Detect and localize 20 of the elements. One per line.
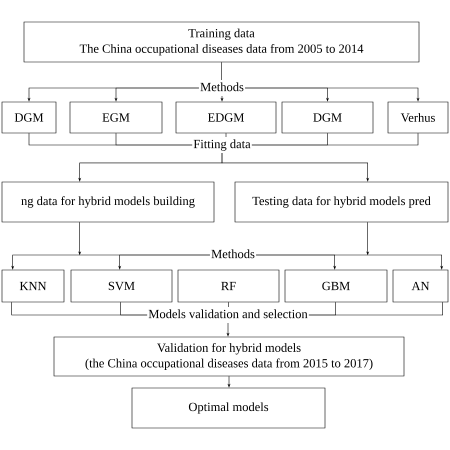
process-box: SVM <box>70 270 172 302</box>
process-box: Optimal models <box>132 388 326 428</box>
process-box: ng data for hybrid models building <box>2 182 214 222</box>
process-box: AN <box>392 270 448 302</box>
junction-label: Methods <box>210 247 256 263</box>
junction-label: Methods <box>199 80 245 96</box>
process-box: KNN <box>2 270 64 302</box>
process-box: Validation for hybrid models (the China occupational diseases data from 2015 to 2017) <box>54 336 404 376</box>
junction-label: Models validation and selection <box>147 307 309 323</box>
process-box: Verhus <box>388 102 448 134</box>
process-box: DGM <box>2 102 56 134</box>
process-box: DGM <box>282 102 374 134</box>
process-box: EGM <box>70 102 162 134</box>
junction-label: Fitting data <box>192 137 252 153</box>
process-box: Training data The China occupational diseases data from 2005 to 2014 <box>24 22 420 62</box>
process-box: GBM <box>284 270 388 302</box>
arrow <box>120 302 148 316</box>
process-box: EDGM <box>176 102 276 134</box>
process-box: RF <box>178 270 280 302</box>
process-box: Testing data for hybrid models pred <box>234 182 448 222</box>
